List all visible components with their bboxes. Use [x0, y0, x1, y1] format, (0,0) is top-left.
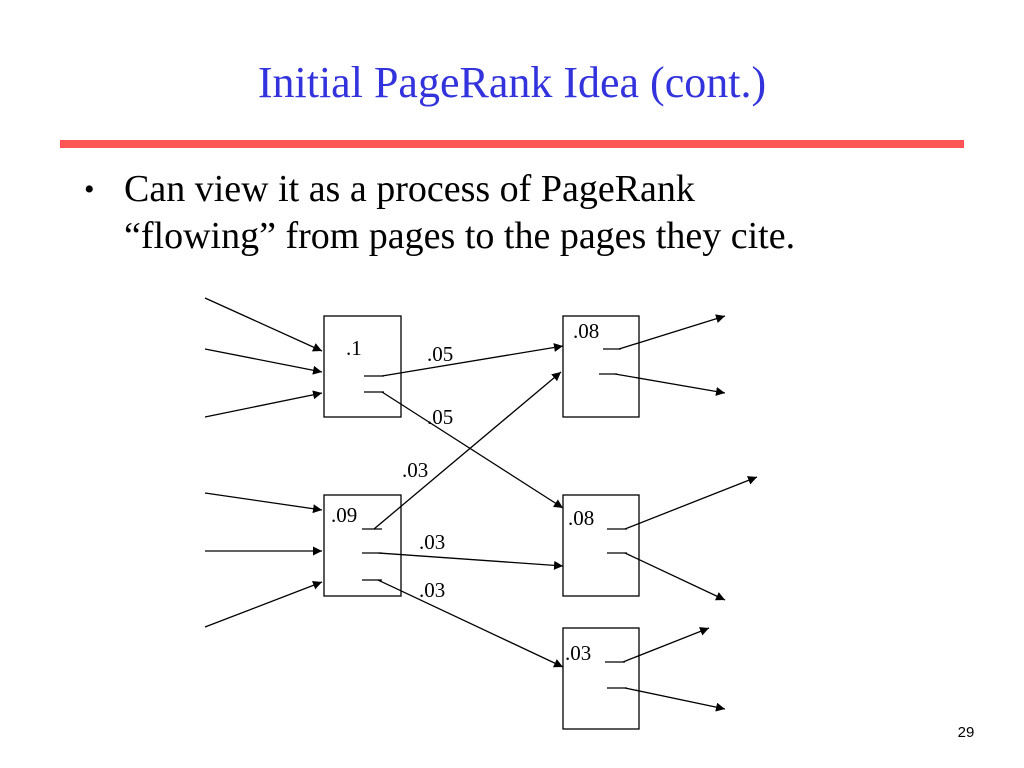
flow-label-a-d: .05: [427, 405, 453, 429]
bullet-text: Can view it as a process of PageRank “fl…: [124, 166, 984, 260]
incoming-arrow: [204, 297, 323, 352]
bullet-line-2: “flowing” from pages to the pages they c…: [124, 215, 796, 257]
page-rank-label-d: .08: [568, 506, 594, 530]
outgoing-arrow: [622, 627, 710, 663]
incoming-arrow: [204, 348, 323, 375]
bullet-line-1: Can view it as a process of PageRank: [124, 168, 695, 210]
flow-label-b-d: .03: [419, 530, 445, 554]
page-node-e: [562, 627, 640, 730]
flow-label-b-e: .03: [419, 578, 445, 602]
page-node-c: [562, 315, 640, 418]
flow-arrow-a-d: [381, 391, 564, 509]
flow-label-a-c: .05: [427, 342, 453, 366]
incoming-arrow: [204, 581, 323, 628]
page-rank-label-b: .09: [331, 503, 357, 527]
outgoing-arrow: [624, 687, 726, 712]
page-rank-label-a: .1: [346, 336, 362, 360]
outgoing-arrow: [624, 552, 726, 601]
page-number: 29: [957, 724, 975, 741]
slide-title: Initial PageRank Idea (cont.): [257, 58, 767, 107]
page-rank-label-c: .08: [573, 319, 599, 343]
outgoing-arrow: [614, 373, 726, 396]
flow-arrow-a-c: [381, 343, 564, 377]
page-node-d: [562, 494, 640, 597]
flow-arrow-b-e: [377, 579, 564, 668]
page-node-a: [323, 315, 402, 418]
title-rule: [60, 140, 964, 148]
outgoing-arrow: [624, 476, 758, 530]
flow-arrow-b-c: [373, 371, 562, 530]
incoming-arrow: [204, 492, 323, 514]
page-node-b: [323, 494, 402, 597]
flow-arrow-b-d: [377, 552, 564, 570]
flow-label-b-c: .03: [402, 458, 428, 482]
incoming-arrow: [204, 390, 323, 418]
page-rank-label-e: .03: [565, 641, 591, 665]
outgoing-arrow: [618, 314, 726, 350]
bullet-icon: •: [84, 173, 95, 206]
